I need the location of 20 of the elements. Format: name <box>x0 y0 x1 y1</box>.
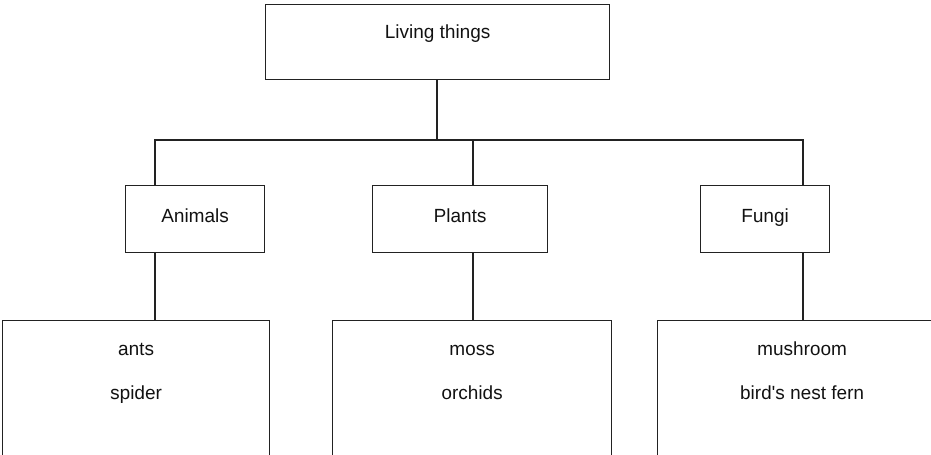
example-box <box>332 320 612 455</box>
connector-line <box>802 253 804 320</box>
example-box <box>657 320 931 455</box>
category-label: Plants <box>434 206 486 228</box>
connector-line <box>472 253 474 320</box>
root-box <box>265 4 610 80</box>
example-label: ants <box>118 339 154 361</box>
category-label: Fungi <box>741 206 789 228</box>
example-label: orchids <box>441 383 503 405</box>
category-box <box>372 185 548 253</box>
example-label: moss <box>449 339 495 361</box>
category-label: Animals <box>161 206 229 228</box>
category-box <box>700 185 830 253</box>
example-label: spider <box>110 383 162 405</box>
category-box <box>125 185 265 253</box>
example-box <box>2 320 270 455</box>
title-label: Living things <box>384 22 490 44</box>
example-label: bird's nest fern <box>740 383 864 405</box>
example-label: mushroom <box>757 339 847 361</box>
connector-line <box>154 253 156 320</box>
